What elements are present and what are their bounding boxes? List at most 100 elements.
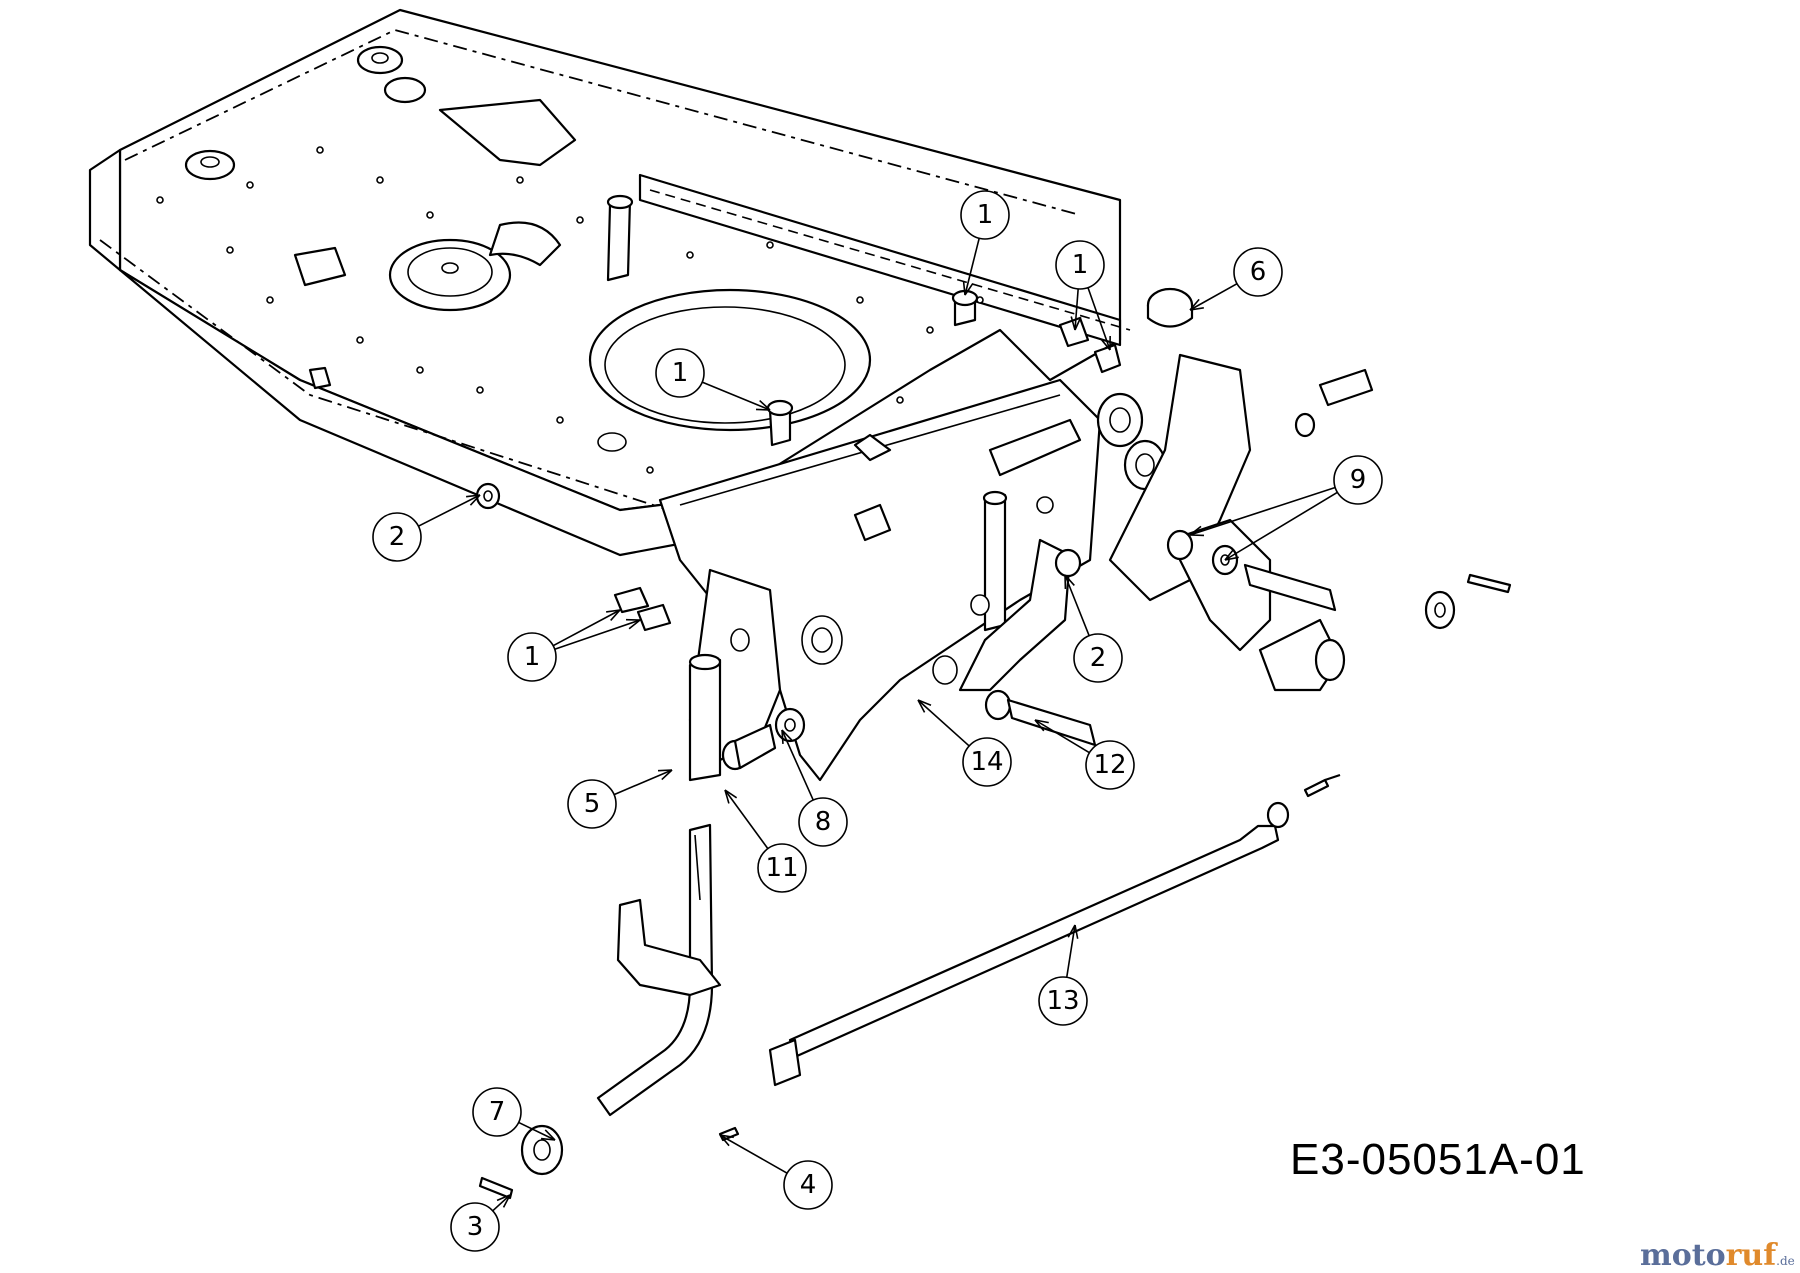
leader-arrow [1064,574,1075,590]
callout-number: 5 [584,789,601,819]
callout-8: 8 [781,729,848,847]
callout-circle [450,1202,500,1252]
leader-line [1065,924,1076,978]
callout-number: 1 [1072,250,1089,280]
leader-line [418,494,481,527]
callout-circle [783,1160,833,1210]
leader-arrow [724,789,738,804]
leader-line [1034,719,1090,754]
leader-arrow [625,618,641,630]
callout-circle [472,1087,522,1137]
leader-line [917,699,970,747]
callout-number: 8 [815,807,832,837]
leader-arrow [466,494,481,506]
leader-line [1189,486,1336,536]
left-spindle [478,568,806,1200]
callout-number: 1 [672,358,689,388]
callout-number: 3 [467,1212,484,1242]
leader-line [1074,288,1079,331]
callout-12: 12 [1034,719,1135,790]
leader-arrow [917,699,932,713]
callout-11: 11 [724,789,807,893]
callout-number: 9 [1350,465,1367,495]
leader-arrow [1070,316,1082,331]
callout-14: 14 [917,699,1012,787]
watermark-logo: motoruf.de [1640,1238,1795,1273]
callout-circle [1085,740,1135,790]
leader-arrow [606,609,621,621]
callout-number: 7 [489,1097,506,1127]
leader-line [1189,283,1238,311]
callout-circle [1055,240,1105,290]
fasteners [475,287,1512,782]
leader-line [492,1194,511,1212]
leader-line [724,789,769,850]
callout-number: 1 [977,200,994,230]
callout-circle [1233,247,1283,297]
callout-number: 13 [1046,986,1079,1016]
leader-line [552,609,621,647]
leader-line [719,1134,788,1174]
leader-line [613,769,673,796]
callout-circle [962,737,1012,787]
leader-arrow [657,769,673,781]
callout-13: 13 [1038,924,1088,1026]
chassis-frame [88,8,1131,557]
leader-arrow [1034,719,1049,732]
leader-arrow [496,1194,511,1208]
watermark-part2: ruf [1725,1238,1777,1273]
callout-5: 5 [567,769,673,829]
callout-number: 4 [800,1170,817,1200]
callout-number: 12 [1093,750,1126,780]
callout-1: 1 [507,609,641,682]
callout-circle [1333,455,1383,505]
callout-2: 2 [1064,574,1123,683]
leader-line [1087,287,1111,351]
callout-9: 9 [1189,455,1383,561]
leader-arrow [1100,335,1111,351]
callout-circle [1038,976,1088,1026]
callout-1: 1 [1055,240,1111,351]
leader-arrow [719,1134,734,1147]
callout-circle [372,512,422,562]
leader-line [1224,491,1338,561]
callout-circle [757,843,807,893]
leader-line [554,619,641,650]
callout-circle [655,348,705,398]
leader-arrow [1189,298,1204,311]
leader-arrow [962,280,974,296]
watermark-tld: .de [1776,1254,1795,1268]
callout-2: 2 [372,494,481,562]
callout-circle [1073,633,1123,683]
leader-line [781,729,814,801]
callout-number: 11 [765,853,798,883]
leader-arrow [755,399,771,411]
callout-number: 6 [1250,257,1267,287]
leader-arrow [781,729,793,745]
watermark-part1: moto [1640,1238,1726,1273]
callout-6: 6 [1189,247,1283,311]
callout-number: 2 [1090,643,1107,673]
leader-line [518,1121,556,1141]
leader-line [701,381,771,411]
callout-number: 1 [524,642,541,672]
callout-7: 7 [472,1087,556,1141]
leader-arrow [540,1129,556,1141]
leader-arrow [1067,924,1079,939]
callout-3: 3 [450,1194,511,1252]
callout-circle [507,632,557,682]
callout-circle [960,190,1010,240]
callout-number: 14 [970,747,1003,777]
leader-line [1064,574,1090,636]
axle-bracket-assembly [658,353,1346,782]
callout-circle [567,779,617,829]
leader-arrow [1224,548,1239,561]
callout-circle [798,797,848,847]
leader-line [964,238,980,296]
callout-1: 1 [655,348,771,411]
callout-4: 4 [719,1134,833,1210]
callout-1: 1 [960,190,1010,296]
leader-arrow [1189,525,1205,537]
